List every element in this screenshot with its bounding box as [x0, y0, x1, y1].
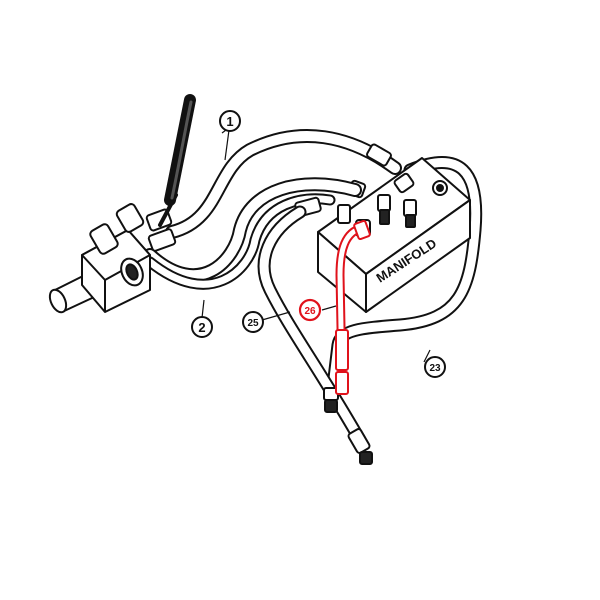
callout-1: 1	[219, 110, 241, 132]
callout-26-number: 26	[304, 306, 316, 317]
hose-1	[165, 129, 402, 239]
callout-2-number: 2	[198, 320, 205, 335]
callout-leaders	[201, 126, 431, 363]
callout-26: 26	[298, 298, 322, 322]
valve-body	[48, 203, 177, 314]
callout-23-number: 23	[429, 363, 441, 374]
callout-25: 25	[242, 311, 264, 333]
tube-26	[335, 219, 371, 395]
control-handle	[158, 94, 196, 227]
callout-1-number: 1	[226, 114, 233, 129]
callout-23: 23	[424, 356, 446, 378]
callout-25-number: 25	[247, 318, 259, 329]
hose-23	[325, 156, 483, 402]
callout-2: 2	[191, 316, 213, 338]
